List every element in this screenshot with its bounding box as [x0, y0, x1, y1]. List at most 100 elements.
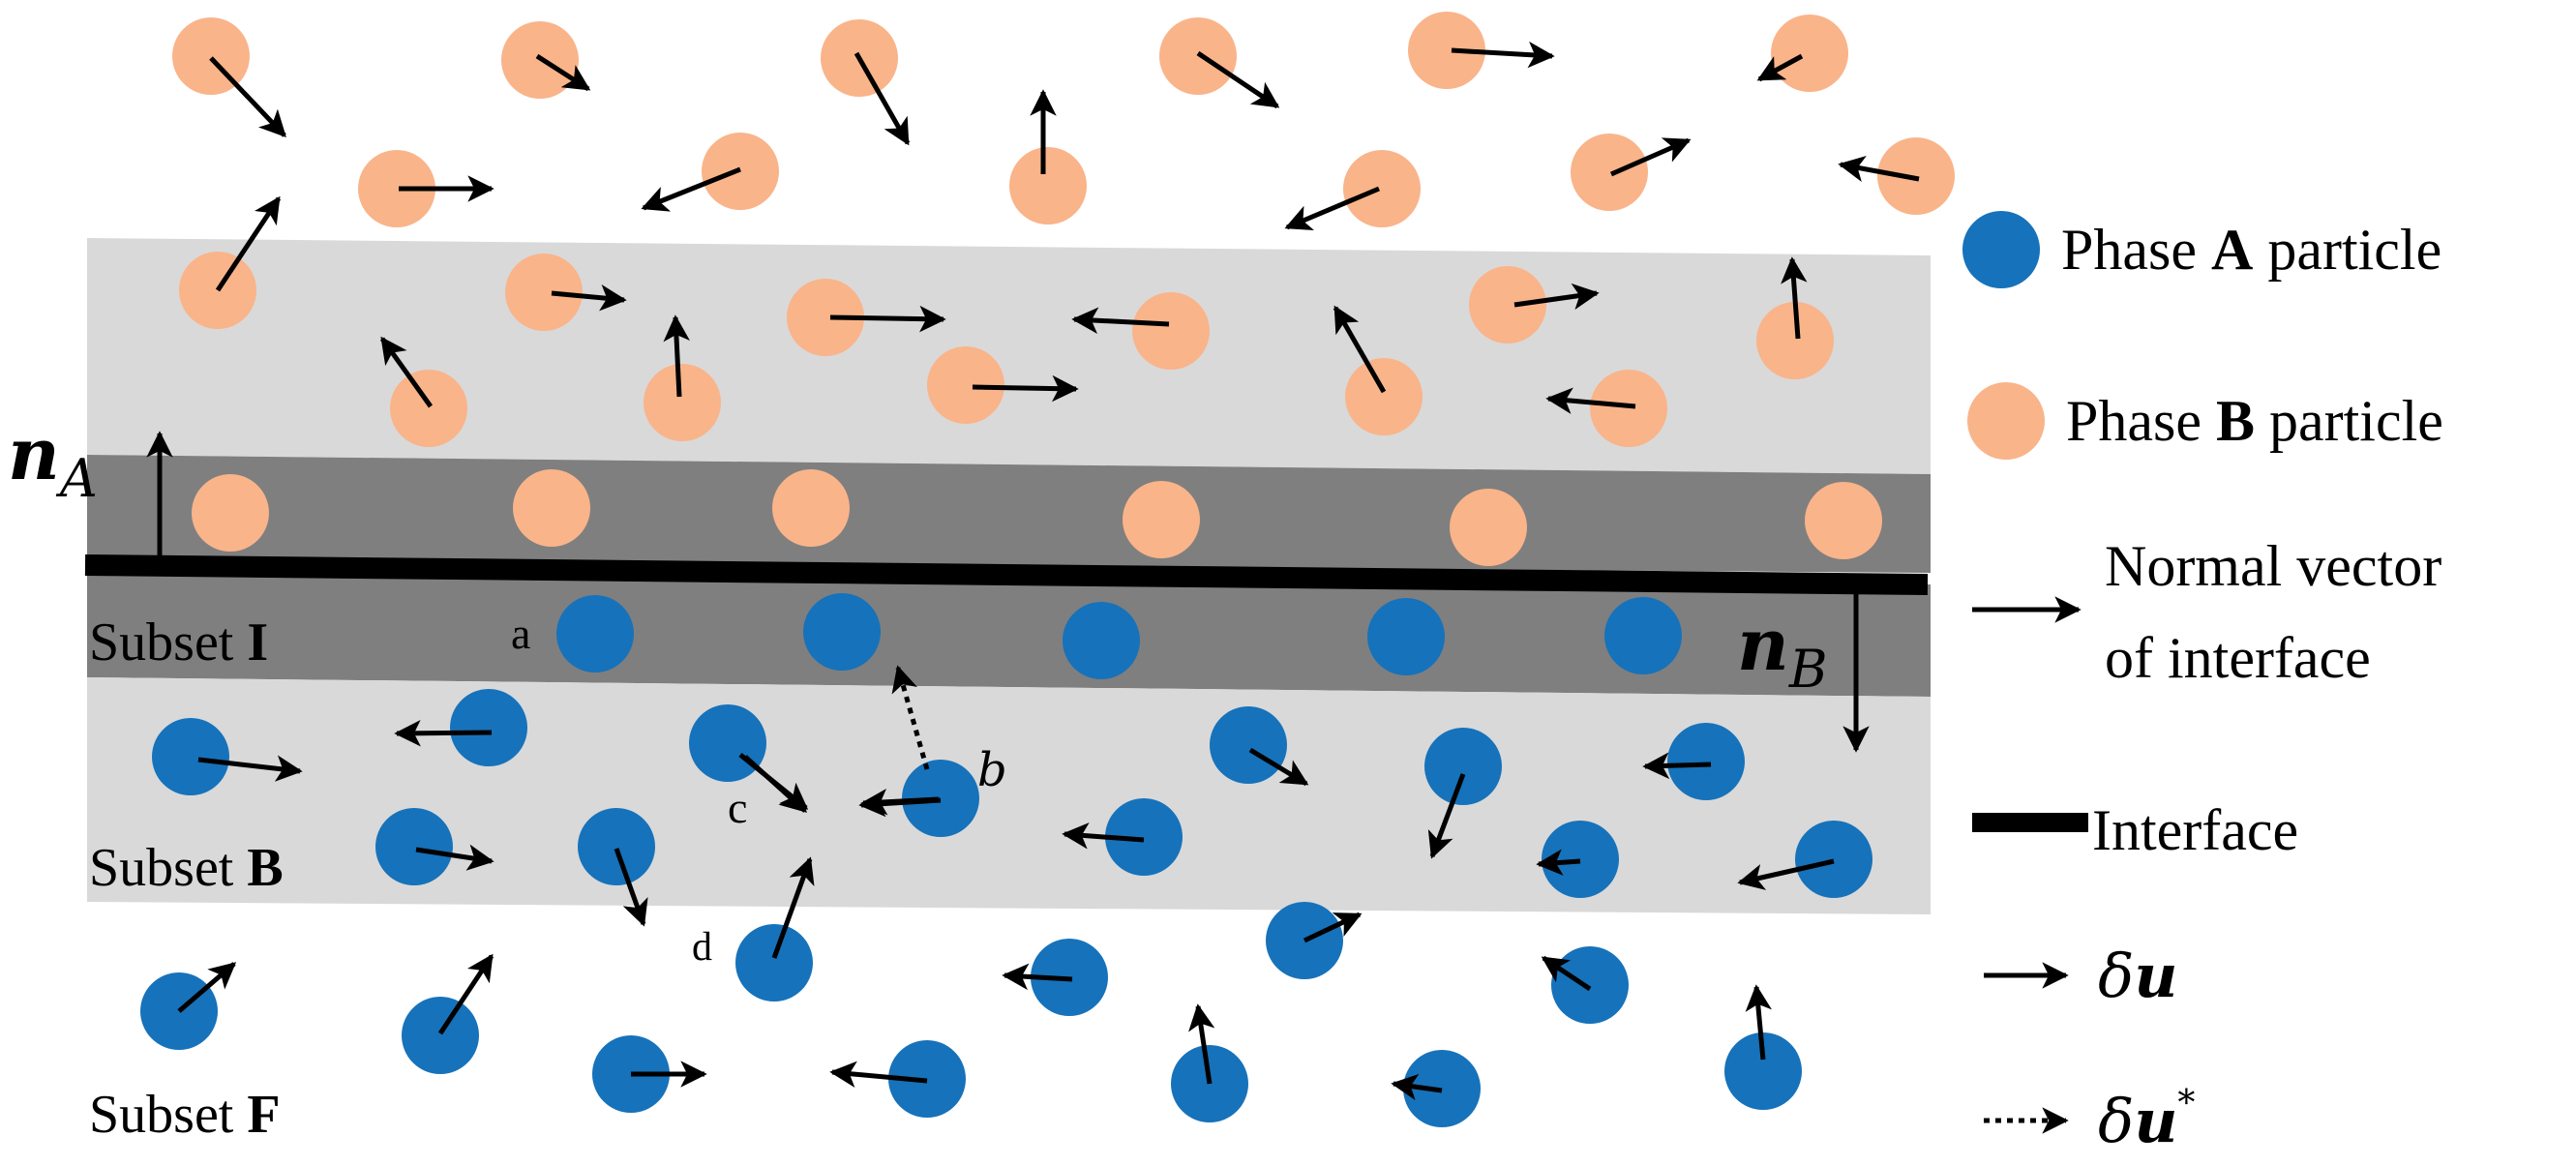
- phase-a-particle: [1551, 946, 1629, 1024]
- arrow-icon: [535, 53, 591, 92]
- phase-b-particle: [787, 279, 864, 356]
- arrow-icon: [1071, 307, 1170, 334]
- phase-b-particle: [390, 370, 467, 447]
- phase-b-particle: [1571, 134, 1648, 211]
- legend-du-label: δu: [2098, 941, 2177, 1011]
- arrow-icon: [379, 336, 434, 408]
- arrow-icon: [215, 195, 282, 292]
- phase-a-particle: [1105, 798, 1183, 876]
- phase-b-particle: [644, 364, 721, 441]
- legend-dustar-label: δu*: [2098, 1084, 2195, 1156]
- point-label-c: c: [728, 783, 747, 832]
- phase-a-particle: [1063, 602, 1140, 679]
- arrow-icon: [1536, 849, 1581, 876]
- arrow-icon: [551, 284, 627, 312]
- subset-b-label: Subset B: [89, 838, 284, 898]
- arrow-icon: [1451, 41, 1555, 69]
- subset-f-label: Subset F: [89, 1085, 281, 1145]
- arrow-icon: [1756, 53, 1804, 82]
- legend-phase-a-label: Phase A particle: [2061, 218, 2441, 282]
- arrow-icon: [1248, 747, 1309, 787]
- phase-b-particle: [505, 254, 583, 331]
- phase-a-particle: [578, 808, 655, 885]
- phase-a-particle: [735, 924, 813, 1002]
- arrow-icon: [1642, 752, 1712, 780]
- legend-phase-b-label: Phase B particle: [2066, 389, 2443, 453]
- subset-i-label: Subset I: [89, 613, 268, 673]
- phase-b-particle: [192, 474, 269, 552]
- legend: Phase A particle Phase B particle Normal…: [1962, 211, 2443, 1156]
- arrow-icon: [1188, 1003, 1215, 1085]
- legend-normal-line2: of interface: [2105, 626, 2371, 690]
- arrow-icon: [860, 789, 940, 816]
- arrow-icon: [1002, 963, 1073, 991]
- normal-label-b: nB: [1737, 604, 1828, 700]
- arrow-icon: [743, 755, 808, 813]
- dark-band-lower: [87, 559, 1931, 697]
- displacement-arrows: [177, 41, 1920, 1101]
- phase-a-particle: [1210, 706, 1287, 784]
- phase-b-particle: [1771, 15, 1848, 92]
- phase-b-particle: [1805, 482, 1882, 559]
- phase-a-particle: [375, 808, 453, 885]
- arrow-icon: [1545, 387, 1636, 414]
- phase-b-particle: [1009, 147, 1087, 224]
- arrow-icon: [1427, 773, 1466, 859]
- arrow-icon: [854, 51, 911, 146]
- point-label-d: d: [692, 925, 712, 970]
- arrow-icon: [1838, 155, 1920, 183]
- arrow-icon: [177, 962, 237, 1013]
- phase-b-particle: [1469, 266, 1546, 344]
- phase-a-particle: [450, 689, 527, 766]
- phase-a-particle: [1795, 821, 1872, 898]
- legend-phase-a-swatch: [1962, 211, 2040, 288]
- legend-phase-b-swatch: [1967, 382, 2045, 460]
- arrow-icon: [1303, 912, 1363, 943]
- phase-b-particle: [1756, 302, 1834, 379]
- light-band-lower: [87, 677, 1931, 914]
- arrow-icon: [1781, 256, 1808, 340]
- phase-a-particle: [1542, 821, 1619, 898]
- phase-a-particle: [1367, 598, 1445, 675]
- phase-b-particle: [927, 346, 1004, 424]
- arrow-icon: [437, 953, 494, 1035]
- phase-a-particle: [1424, 728, 1502, 805]
- phase-b-particle: [1590, 370, 1667, 447]
- phase-a-interface-particles: [556, 593, 1682, 679]
- arrow-icon: [1737, 858, 1835, 890]
- phase-b-particle: [772, 469, 850, 547]
- legend-interface-label: Interface: [2092, 798, 2298, 862]
- dark-band-upper: [87, 455, 1931, 573]
- light-band-upper: [87, 238, 1931, 474]
- phase-b-particle: [1408, 12, 1485, 89]
- phase-a-particle: [152, 718, 229, 795]
- arrow-icon: [663, 314, 690, 398]
- point-label-a: a: [511, 609, 530, 658]
- legend-interface-swatch: [1972, 813, 2088, 832]
- phase-a-particle: [902, 760, 979, 837]
- phase-b-particle: [1132, 292, 1210, 370]
- phase-b-particle: [1123, 481, 1200, 558]
- legend-normal-line1: Normal vector: [2105, 534, 2441, 598]
- phase-a-particle: [1667, 723, 1745, 800]
- arrow-icon: [614, 848, 648, 927]
- arrow-icon: [1391, 1073, 1443, 1101]
- arrow-icon: [1284, 186, 1380, 231]
- phase-a-particle: [1724, 1032, 1802, 1110]
- arrow-icon: [415, 844, 494, 871]
- arrow-icon: [209, 56, 286, 137]
- arrow-icon: [829, 1061, 928, 1088]
- arrow-icon: [829, 305, 946, 333]
- arrow-icon: [1196, 50, 1280, 109]
- phase-b-particle: [358, 150, 435, 227]
- arrow-icon: [1745, 984, 1772, 1061]
- arrow-icon: [1333, 305, 1387, 394]
- arrow-icon: [394, 719, 493, 747]
- arrow-icon: [1609, 137, 1692, 177]
- phase-b-interface-particles: [192, 469, 1882, 566]
- phase-a-particle: [556, 595, 634, 673]
- point-label-b: b: [977, 743, 1007, 797]
- interface-line: [84, 554, 1929, 595]
